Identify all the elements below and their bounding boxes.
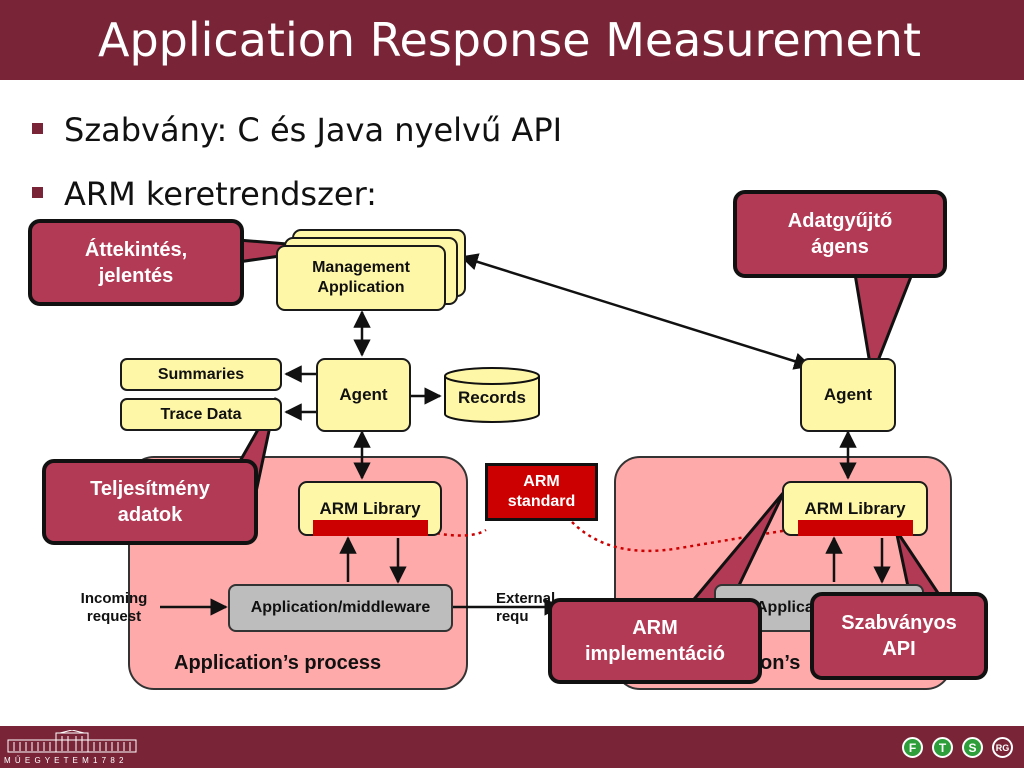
university-caption: M Ű E G Y E T E M 1 7 8 2 (4, 756, 125, 765)
title-bar: Application Response Measurement (0, 0, 1024, 80)
management-application: Management Application (276, 245, 446, 311)
fts-logo-s: S (962, 737, 983, 758)
bullet-marker (32, 187, 43, 198)
incoming-request-label: Incoming request (80, 590, 148, 625)
callout-arm-implementacio: ARM implementáció (548, 598, 762, 684)
remote-process-label: on’s (760, 652, 801, 674)
callout-attekintes: Áttekintés, jelentés (28, 219, 244, 306)
application-process-label: Application’s process (174, 652, 382, 674)
slide-title: Application Response Measurement (98, 13, 921, 67)
arm-api-bar-left (313, 520, 428, 536)
records-cylinder-icon (444, 367, 540, 423)
app-middleware-left: Application/middleware (228, 584, 453, 632)
records-label: Records (457, 388, 527, 407)
fts-logo-t: T (932, 737, 953, 758)
fts-logo-rg: RG (992, 737, 1013, 758)
callout-adatgyujto: Adatgyűjtő ágens (733, 190, 947, 278)
footer-bar: M Ű E G Y E T E M 1 7 8 2 (0, 726, 1024, 768)
fts-logo-f: F (902, 737, 923, 758)
university-building-logo (4, 730, 140, 754)
external-request-label: External requ (496, 590, 556, 625)
records-database: Records (443, 366, 541, 424)
bullet-text-2: ARM keretrendszer: (64, 175, 377, 213)
bullet-marker (32, 123, 43, 134)
agent-left: Agent (316, 358, 411, 432)
building-icon (7, 730, 137, 753)
agent-right: Agent (800, 358, 896, 432)
callout-szabvanyos-api: Szabványos API (810, 592, 988, 680)
bullet-text-1: Szabvány: C és Java nyelvű API (64, 111, 563, 149)
trace-data-box: Trace Data (120, 398, 282, 431)
callout-teljesitmeny: Teljesítmény adatok (42, 459, 258, 545)
arm-standard-box: ARM standard (485, 463, 598, 521)
arm-api-bar-right (798, 520, 913, 536)
summaries-box: Summaries (120, 358, 282, 391)
